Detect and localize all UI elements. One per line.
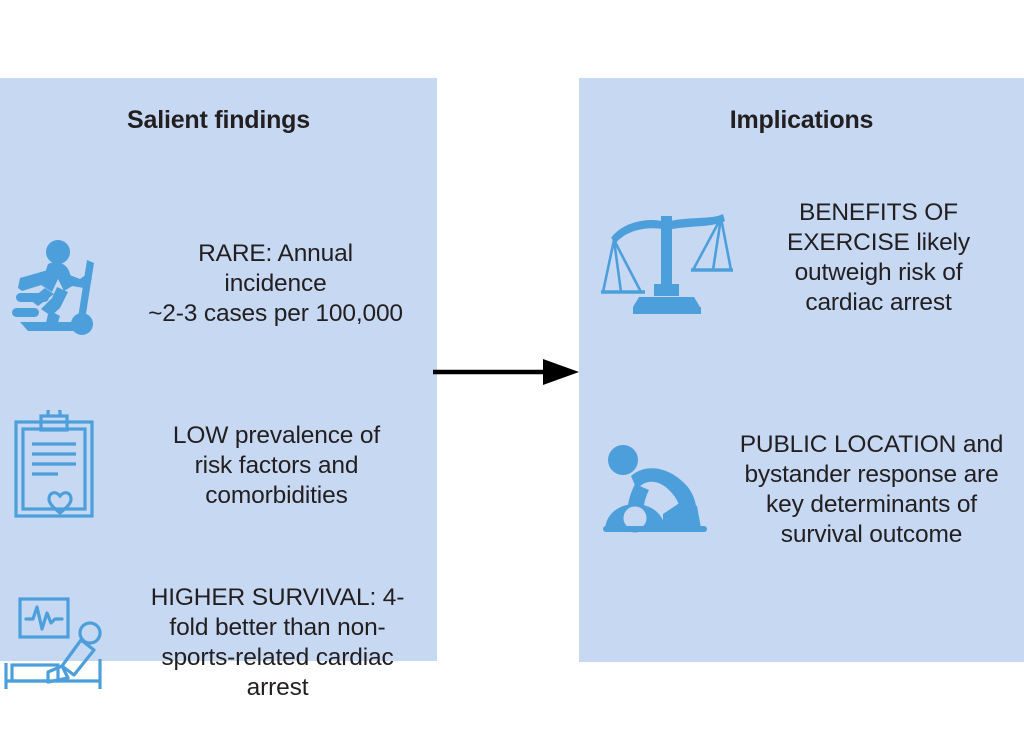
finding-line: RARE: Annual bbox=[198, 240, 353, 268]
clipboard-heart-icon bbox=[8, 404, 108, 522]
panel-salient-findings: Salient findings bbox=[0, 78, 437, 701]
implication-line: cardiac arrest bbox=[805, 288, 952, 316]
implication-row-public-location: PUBLIC LOCATION and bystander response a… bbox=[601, 430, 1016, 550]
finding-line: fold better than non- bbox=[169, 613, 386, 641]
implication-line: BENEFITS OF bbox=[799, 199, 958, 226]
cpr-compressions-icon bbox=[601, 440, 717, 540]
panel-title-implications: Implications bbox=[729, 106, 874, 134]
implication-line: bystander response are bbox=[744, 460, 999, 488]
panel-implications: Implications bbox=[579, 78, 1024, 662]
finding-line: incidence bbox=[224, 270, 327, 298]
finding-line: arrest bbox=[246, 673, 309, 701]
finding-line: LOW prevalence of bbox=[172, 422, 381, 450]
treadmill-runner-icon bbox=[8, 230, 116, 338]
finding-line: ~2-3 cases per 100,000 bbox=[148, 299, 403, 327]
finding-line: HIGHER SURVIVAL: 4- bbox=[150, 584, 405, 611]
panel-title-salient-findings: Salient findings bbox=[127, 106, 310, 134]
balance-scales-icon bbox=[599, 200, 735, 316]
implication-line: outweigh risk of bbox=[794, 258, 963, 286]
finding-line: risk factors and bbox=[194, 452, 359, 480]
finding-line: sports-related cardiac bbox=[161, 643, 394, 671]
hospital-bed-ecg-icon bbox=[2, 593, 114, 693]
finding-row-low-prevalence: LOW prevalence of risk factors and comor… bbox=[8, 404, 433, 522]
finding-row-rare: RARE: Annual incidence ~2-3 cases per 10… bbox=[8, 230, 433, 338]
implication-line: EXERCISE likely bbox=[787, 228, 970, 256]
rightward-arrow bbox=[431, 352, 581, 392]
implication-line: PUBLIC LOCATION and bbox=[739, 431, 1004, 458]
finding-text-low-prevalence: LOW prevalence of risk factors and comor… bbox=[120, 421, 433, 511]
finding-text-higher-survival: HIGHER SURVIVAL: 4- fold better than non… bbox=[122, 583, 433, 703]
implication-row-benefits: BENEFITS OF EXERCISE likely outweigh ris… bbox=[599, 198, 1014, 318]
implication-text-public-location: PUBLIC LOCATION and bystander response a… bbox=[727, 430, 1016, 550]
implication-line: key determinants of bbox=[766, 490, 977, 518]
implication-text-benefits: BENEFITS OF EXERCISE likely outweigh ris… bbox=[743, 198, 1014, 318]
finding-line: comorbidities bbox=[205, 481, 348, 509]
finding-row-higher-survival: HIGHER SURVIVAL: 4- fold better than non… bbox=[2, 583, 433, 703]
implication-line: survival outcome bbox=[780, 520, 963, 548]
finding-text-rare: RARE: Annual incidence ~2-3 cases per 10… bbox=[120, 239, 433, 329]
